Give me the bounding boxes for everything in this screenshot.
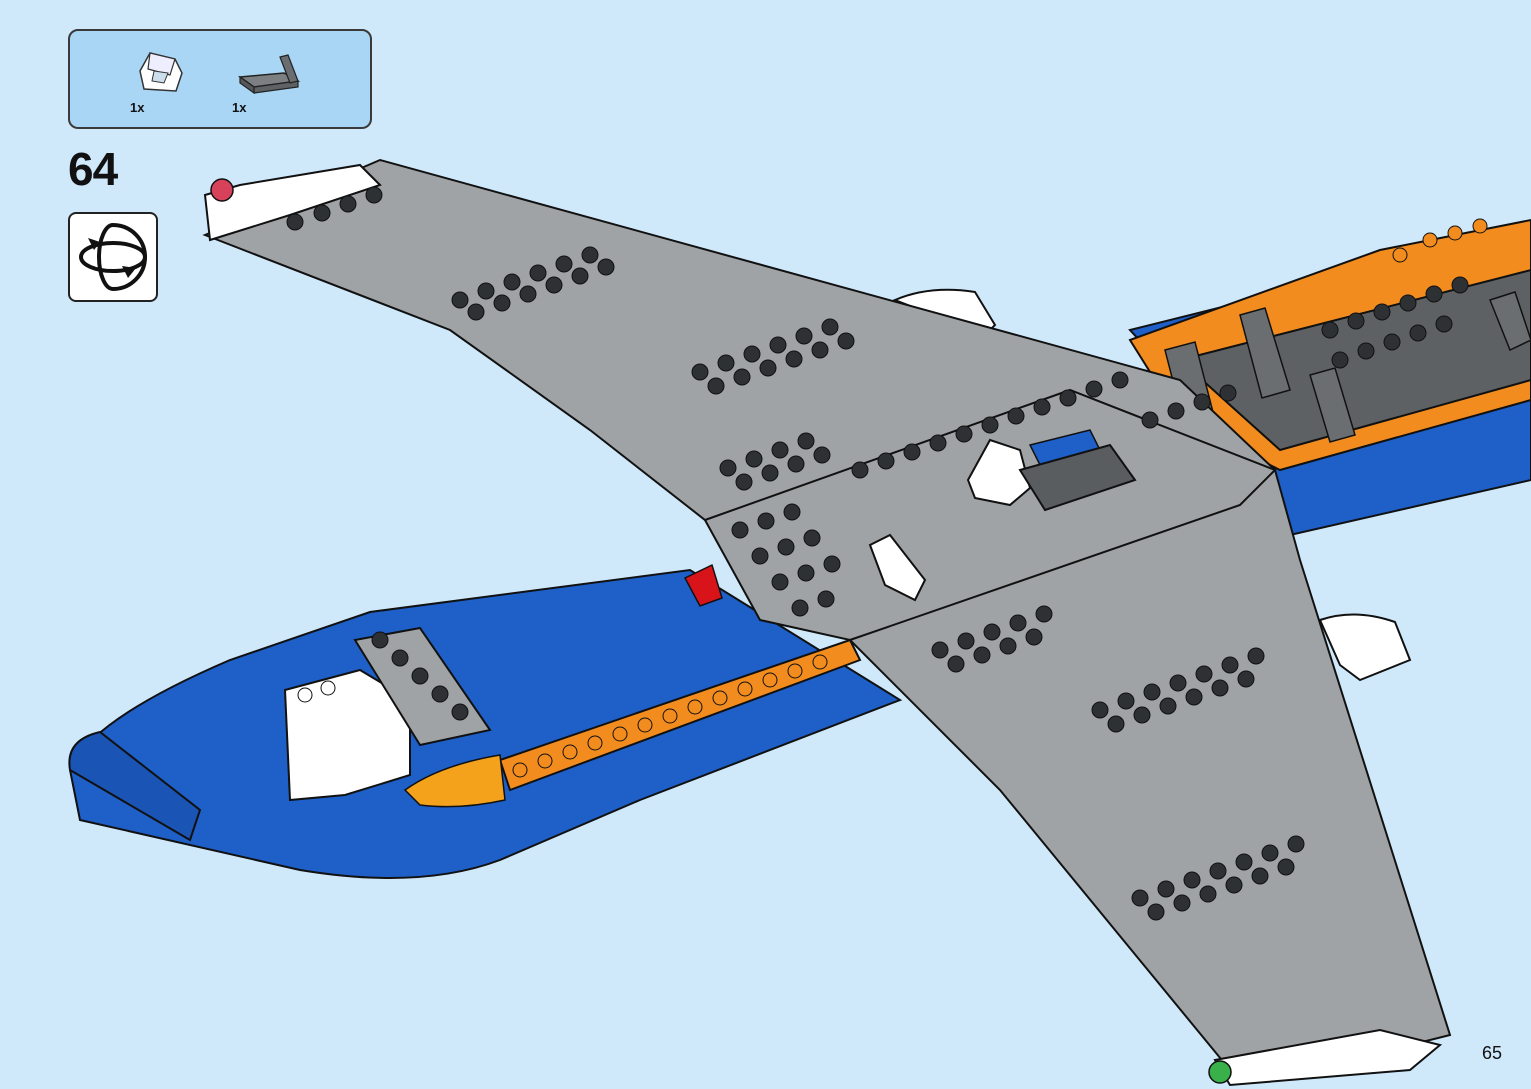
right-wing (848, 468, 1452, 1072)
cabin-seat (1309, 367, 1356, 443)
green-navigation-light (1208, 1060, 1232, 1084)
nose-cone (68, 730, 202, 842)
parts-list-box: 1x 1x (68, 29, 372, 129)
cabin-seat (1489, 291, 1531, 352)
orange-studs (512, 218, 1488, 778)
part-qty: 1x (130, 100, 145, 115)
white-studs (297, 680, 336, 703)
right-engine (1318, 613, 1412, 682)
part-item-1: 1x (130, 41, 210, 121)
step-number: 64 (68, 143, 118, 195)
white-slope-brick-icon (139, 52, 183, 92)
cabin-seat (1239, 307, 1291, 399)
added-dark-gray-seat (1018, 443, 1137, 512)
rotate-callout (68, 212, 158, 302)
part-item-2: 1x (232, 41, 312, 121)
fuselage-orange-accent (403, 754, 506, 808)
part-qty: 1x (232, 100, 247, 115)
dark-gray-seat-brick-icon (237, 54, 301, 95)
rotate-model-icon (79, 223, 147, 291)
red-navigation-light (210, 178, 234, 202)
wing-studs (286, 186, 1469, 921)
added-white-slope-brick (966, 438, 1032, 507)
windshield-slope (868, 533, 927, 602)
left-wingtip (203, 163, 382, 242)
cockpit-white-brick (283, 668, 411, 802)
red-light-brick (683, 563, 723, 607)
page-number: 65 (1481, 1043, 1502, 1063)
